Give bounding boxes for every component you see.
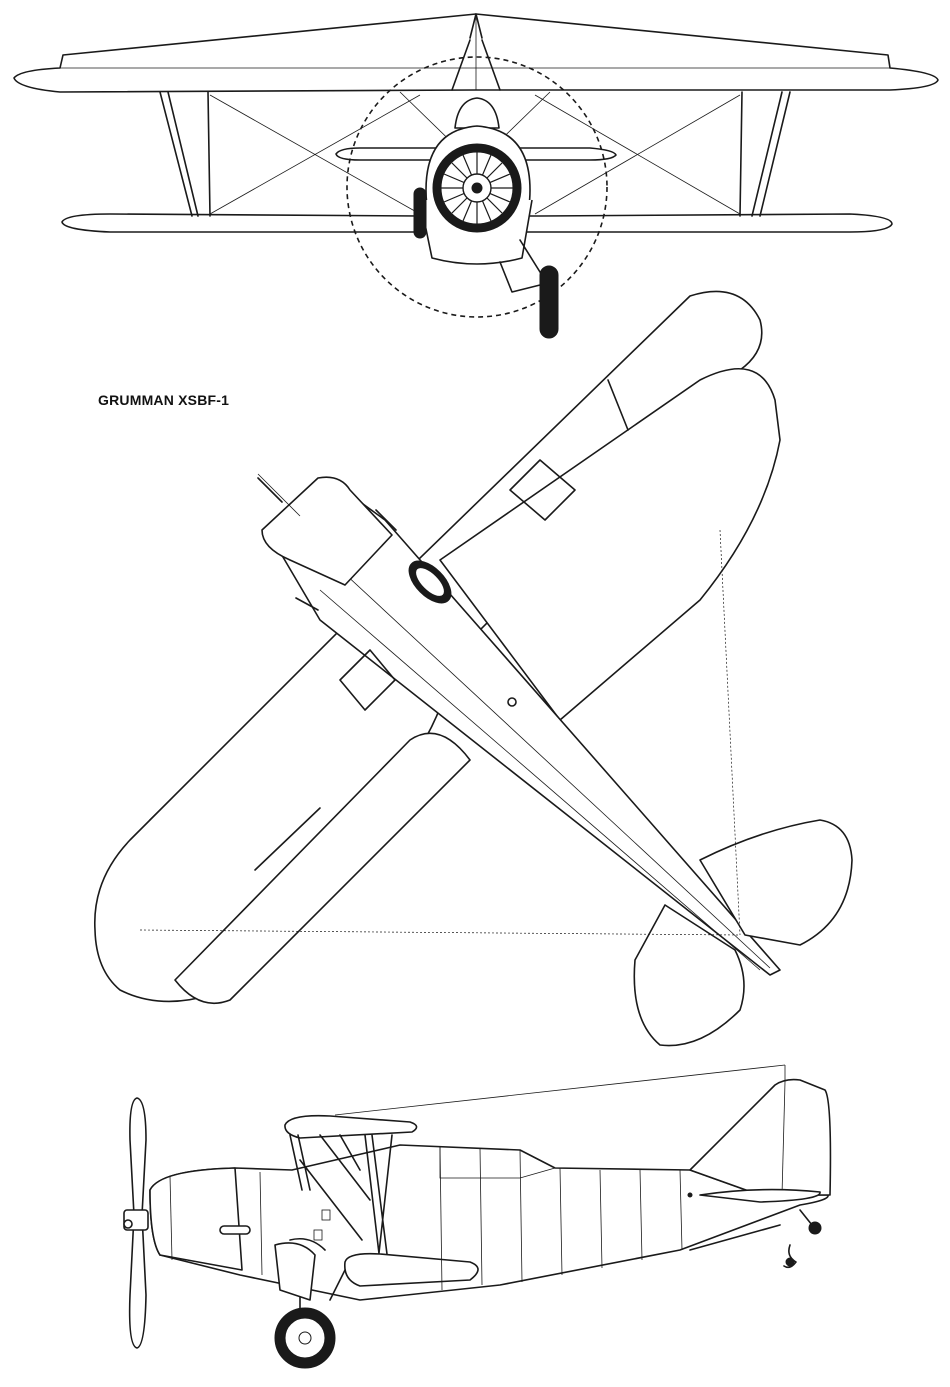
front-right-strut [739,91,791,217]
front-view [13,13,939,339]
front-wheel [539,265,559,339]
side-cowling [149,1167,243,1271]
plan-view [93,290,853,1047]
plan-cowling [261,476,393,586]
plan-tailplane-left [633,904,745,1047]
side-fin-rudder [689,1078,832,1196]
side-lower-wing [343,1252,479,1287]
side-struts [289,1134,393,1263]
side-upper-wing [284,1114,418,1139]
front-propeller-disc [346,56,608,318]
plan-tailplane-right [699,819,853,946]
side-view [123,1064,832,1369]
front-left-strut [159,91,211,217]
aircraft-title: GRUMMAN XSBF-1 [98,392,230,408]
plan-upper-wing [439,367,781,721]
